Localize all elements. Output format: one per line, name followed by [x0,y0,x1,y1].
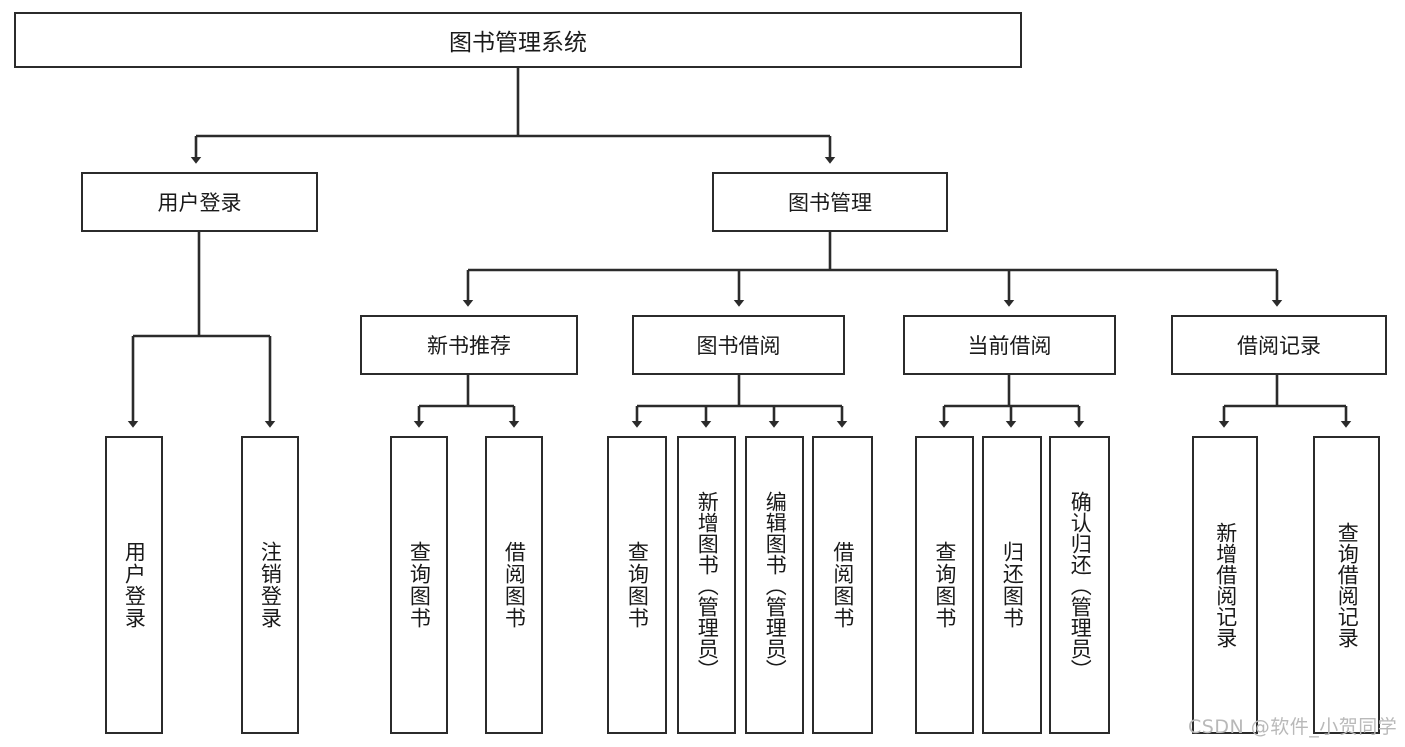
leaf-label: 用户登录 [122,541,147,629]
node-book-management[interactable]: 图书管理 [712,172,948,232]
leaf-return-book[interactable]: 归还图书 [982,436,1042,734]
leaf-label: 借阅图书 [830,541,855,629]
node-label: 用户登录 [157,191,242,215]
node-user-login[interactable]: 用户登录 [81,172,318,232]
leaf-label: 确认归还（管理员） [1068,490,1093,680]
node-root-book-management-system[interactable]: 图书管理系统 [14,12,1022,68]
watermark: CSDN @软件_小贺同学 [1188,716,1398,738]
leaf-label: 新增借阅记录 [1213,522,1238,648]
node-current-borrowing[interactable]: 当前借阅 [903,315,1116,375]
leaf-borrow-book-recommend[interactable]: 借阅图书 [485,436,543,734]
node-label: 图书管理 [788,191,872,215]
node-new-book-recommendation[interactable]: 新书推荐 [360,315,578,375]
leaf-label: 查询图书 [932,541,957,629]
leaf-label: 查询借阅记录 [1335,522,1360,648]
leaf-confirm-return-admin[interactable]: 确认归还（管理员） [1049,436,1110,734]
leaf-add-borrow-record[interactable]: 新增借阅记录 [1192,436,1258,734]
leaf-edit-book-admin[interactable]: 编辑图书（管理员） [745,436,804,734]
node-borrowing-records[interactable]: 借阅记录 [1171,315,1387,375]
leaf-user-login[interactable]: 用户登录 [105,436,163,734]
leaf-label: 查询图书 [407,541,432,629]
leaf-label: 新增图书（管理员） [695,490,720,680]
node-label: 图书借阅 [696,334,781,358]
leaf-label: 注销登录 [258,541,283,629]
leaf-add-book-admin[interactable]: 新增图书（管理员） [677,436,736,734]
leaf-label: 归还图书 [1000,541,1025,629]
node-label: 新书推荐 [427,334,511,358]
node-label: 借阅记录 [1237,334,1321,358]
node-label: 图书管理系统 [449,30,587,56]
leaf-label: 编辑图书（管理员） [763,490,788,680]
leaf-logout[interactable]: 注销登录 [241,436,299,734]
leaf-query-borrow-record[interactable]: 查询借阅记录 [1313,436,1380,734]
node-book-borrowing[interactable]: 图书借阅 [632,315,845,375]
leaf-query-book-current[interactable]: 查询图书 [915,436,974,734]
leaf-query-book-recommend[interactable]: 查询图书 [390,436,448,734]
leaf-borrow-book[interactable]: 借阅图书 [812,436,873,734]
node-label: 当前借阅 [967,334,1052,358]
leaf-label: 查询图书 [625,541,650,629]
leaf-query-book-borrow[interactable]: 查询图书 [607,436,667,734]
leaf-label: 借阅图书 [502,541,527,629]
